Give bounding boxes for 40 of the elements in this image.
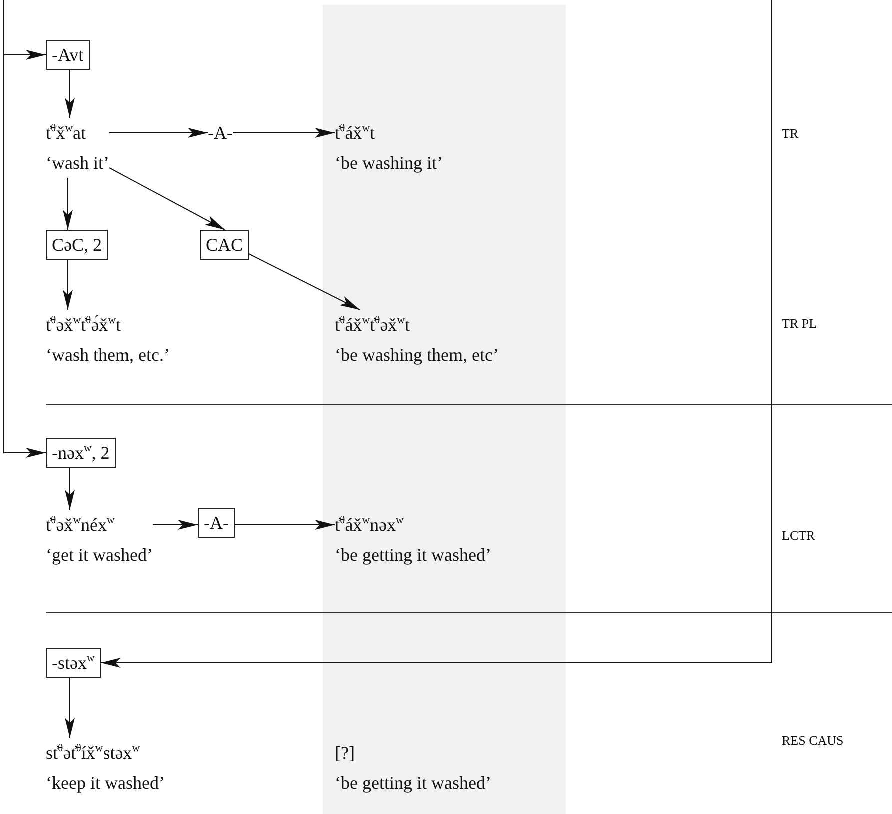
gloss-text: ‘keep it washed’ [46,772,165,795]
affix-text: -A- [208,118,233,148]
word-form: st̓$^{θ}$ət̓$^{θ}$íx̌$^{w}$stəx$^{w}$ [46,741,141,765]
word-form: [?] [335,742,356,765]
word-form: t̓$^{θ}$áx̌$^{w}$nəx$^{w}$ [335,513,405,537]
affix-box: CAC [200,230,250,260]
category-label: TR PL [782,316,818,332]
affix-box: -stəx$^{w}$ [46,648,101,678]
word-form: t̓$^{θ}$áx̌$^{w}$t̓$^{θ}$əx̌$^{w}$t [335,313,412,337]
gloss-text: ‘wash them, etc.’ [46,344,170,367]
word-form: t̓$^{θ}$əx̌$^{w}$néx$^{w}$ [46,513,116,537]
gloss-text: ‘be getting it washed’ [335,772,492,795]
arrow [100,0,772,668]
gloss-text: ‘be washing it’ [335,152,443,175]
category-label: RES CAUS [782,733,844,749]
affix-box: -nəx$^{w}$, 2 [46,438,116,468]
arrow [232,128,336,138]
arrow [108,128,208,138]
affix-box: CəC, 2 [46,230,108,260]
arrow [4,0,46,458]
arrow [63,178,73,230]
arrow [63,260,73,310]
arrow [65,678,75,738]
arrow [108,168,226,230]
arrow [152,520,198,530]
category-label: TR [782,126,799,142]
arrow [234,520,336,530]
affix-box: -A- [198,508,235,538]
arrow [248,254,360,310]
arrow [65,468,75,510]
affix-box: -Avt [46,40,90,70]
gloss-text: ‘get it washed’ [46,544,153,567]
gloss-text: ‘be getting it washed’ [335,544,492,567]
word-form: t̓$^{θ}$áx̌$^{w}$t [335,121,376,145]
word-form: t̓$^{θ}$x̌$^{w}$at [46,121,87,145]
word-form: t̓$^{θ}$əx̌$^{w}$t̓$^{θ}$ə́x̌$^{w}$t [46,313,122,337]
category-label: LCTR [782,528,816,544]
arrow [65,70,75,118]
gloss-text: ‘wash it’ [46,152,110,175]
gloss-text: ‘be washing them, etc’ [335,344,499,367]
